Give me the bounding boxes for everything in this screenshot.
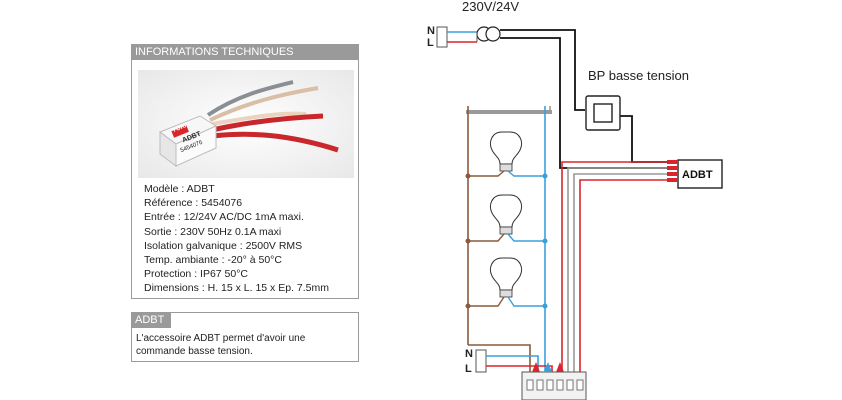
supply-top-terminal [436, 26, 448, 48]
adbt-description: L'accessoire ADBT permet d'avoir une com… [136, 332, 351, 358]
terminal-block [521, 362, 587, 400]
spec-item: Modèle : ADBT [144, 183, 215, 195]
supply-top-l-label: L [427, 37, 434, 49]
adbt-header: ADBT [131, 312, 171, 328]
adbt-wire-ends [667, 160, 678, 182]
spec-item: Dimensions : H. 15 x L. 15 x Ep. 7.5mm [144, 282, 329, 295]
supply-top-n-label: N [427, 25, 435, 37]
lamp-icon [489, 194, 523, 235]
spec-item: Entrée : 12/24V AC/DC 1mA maxi. [144, 211, 304, 224]
lamp-icon [489, 131, 523, 172]
spec-list: Modèle : ADBT Référence : 5454076 Entrée… [144, 182, 329, 296]
adbt-module [677, 159, 723, 189]
push-button-icon [585, 95, 621, 131]
transformer-icon [476, 26, 501, 42]
spec-item: Isolation galvanique : 2500V RMS [144, 239, 303, 252]
adbt-module-label: ADBT [682, 169, 713, 181]
adbt-description-line: commande basse tension. [136, 346, 253, 357]
supply-bottom-l-label: L [465, 363, 472, 375]
tech-info-header: INFORMATIONS TECHNIQUES [131, 44, 359, 60]
supply-bottom-n-label: N [465, 348, 473, 360]
adbt-description-line: L'accessoire ADBT permet d'avoir une [136, 333, 306, 344]
spec-item: Référence : 5454076 [144, 197, 243, 210]
lamp-icon [489, 257, 523, 298]
spec-item: Protection : IP67 50°C [144, 268, 249, 281]
supply-bottom-terminal [475, 349, 487, 373]
push-button-label: BP basse tension [588, 68, 689, 83]
spec-item: Sortie : 230V 50Hz 0.1A maxi [144, 225, 282, 238]
spec-item: Temp. ambiante : -20° à 50°C [144, 254, 282, 267]
product-photo [138, 70, 354, 178]
voltage-label: 230V/24V [462, 0, 519, 14]
